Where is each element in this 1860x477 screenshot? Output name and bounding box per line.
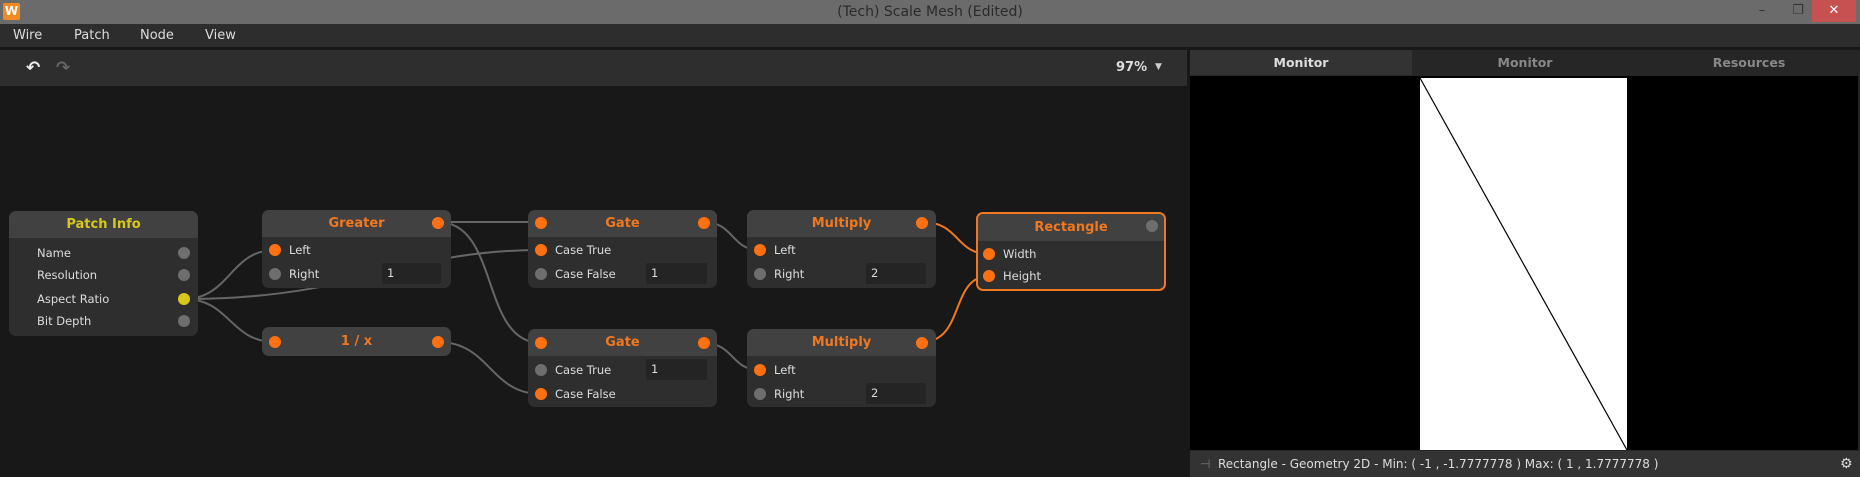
node-gate-2[interactable]: Gate Case True Case False 1	[528, 329, 717, 407]
input-label: Left	[774, 243, 796, 257]
output-port-name[interactable]	[178, 247, 190, 259]
redo-icon[interactable]: ↷	[56, 58, 71, 78]
input-port-width[interactable]	[983, 248, 995, 260]
status-bar: ⊣ Rectangle - Geometry 2D - Min: ( -1 , …	[1190, 451, 1860, 477]
menu-patch[interactable]: Patch	[74, 28, 110, 43]
tab-monitor-1[interactable]: Monitor	[1190, 50, 1412, 75]
zoom-level[interactable]: 97%	[1116, 60, 1148, 75]
output-port[interactable]	[1146, 220, 1158, 232]
output-label: Aspect Ratio	[37, 292, 110, 306]
pin-icon[interactable]: ⊣	[1200, 457, 1211, 471]
node-multiply-2[interactable]: Multiply Left Right 2	[747, 329, 936, 407]
output-port[interactable]	[698, 337, 710, 349]
node-patch-info[interactable]: Patch Info Name Resolution Aspect Ratio …	[9, 211, 198, 336]
node-title: 1 / x	[262, 327, 451, 356]
node-rectangle[interactable]: Rectangle Width Height	[976, 212, 1166, 291]
output-port-aspect-ratio[interactable]	[178, 293, 190, 305]
output-port[interactable]	[432, 217, 444, 229]
output-label: Resolution	[37, 268, 98, 282]
input-label: Right	[774, 387, 805, 401]
input-port-right[interactable]	[754, 388, 766, 400]
input-port-case-true[interactable]	[535, 364, 547, 376]
input-port-case-true[interactable]	[535, 244, 547, 256]
zoom-dropdown-icon[interactable]: ▼	[1155, 62, 1162, 72]
output-port-resolution[interactable]	[178, 269, 190, 281]
menu-node[interactable]: Node	[140, 28, 174, 43]
tab-resources[interactable]: Resources	[1638, 50, 1860, 75]
node-inverse[interactable]: 1 / x	[262, 327, 451, 356]
node-title: Multiply	[747, 329, 936, 356]
app-logo-icon: W	[3, 3, 20, 20]
wire-greater-gate2	[437, 221, 542, 344]
geometry-preview	[1419, 77, 1628, 451]
input-port-case-false[interactable]	[535, 268, 547, 280]
monitor-view[interactable]	[1190, 76, 1858, 451]
input-port-right[interactable]	[754, 268, 766, 280]
input-label: Case True	[555, 363, 612, 377]
output-port[interactable]	[916, 337, 928, 349]
node-title: Rectangle	[978, 214, 1164, 241]
output-port[interactable]	[698, 217, 710, 229]
input-label: Left	[774, 363, 796, 377]
status-text: Rectangle - Geometry 2D - Min: ( -1 , -1…	[1218, 457, 1659, 471]
node-title: Gate	[528, 329, 717, 356]
node-title: Greater	[262, 210, 451, 237]
input-label: Case False	[555, 387, 616, 401]
rectangle-diagonal	[1419, 77, 1628, 451]
menu-bar: Wire Patch Node View	[0, 24, 1860, 47]
node-title: Patch Info	[9, 211, 198, 238]
title-bar: W (Tech) Scale Mesh (Edited) – ❐ ✕	[0, 0, 1860, 24]
input-port-case-false[interactable]	[535, 388, 547, 400]
close-button[interactable]: ✕	[1812, 0, 1856, 22]
output-label: Bit Depth	[37, 314, 92, 328]
tab-monitor-2[interactable]: Monitor	[1414, 50, 1636, 75]
node-greater[interactable]: Greater Left Right 1	[262, 210, 451, 288]
maximize-button[interactable]: ❐	[1792, 3, 1804, 18]
menu-view[interactable]: View	[205, 28, 236, 43]
node-title: Multiply	[747, 210, 936, 237]
window-title: (Tech) Scale Mesh (Edited)	[837, 4, 1023, 20]
input-port-condition[interactable]	[535, 217, 547, 229]
input-label: Width	[1003, 247, 1037, 261]
right-value-input[interactable]: 2	[866, 263, 926, 284]
input-port-height[interactable]	[983, 270, 995, 282]
input-port-left[interactable]	[754, 244, 766, 256]
output-label: Name	[37, 246, 71, 260]
node-title: Gate	[528, 210, 717, 237]
input-label: Height	[1003, 269, 1042, 283]
menu-wire[interactable]: Wire	[13, 28, 43, 43]
input-port[interactable]	[269, 336, 281, 348]
gear-icon[interactable]: ⚙	[1840, 456, 1853, 472]
minimize-button[interactable]: –	[1758, 3, 1766, 18]
input-label: Case True	[555, 243, 612, 257]
input-port-right[interactable]	[269, 268, 281, 280]
case-true-input[interactable]: 1	[646, 359, 707, 380]
output-port[interactable]	[432, 336, 444, 348]
output-port[interactable]	[916, 217, 928, 229]
input-port-left[interactable]	[269, 244, 281, 256]
input-label: Right	[774, 267, 805, 281]
toolbar: ↶ ↷	[0, 50, 1187, 86]
node-multiply-1[interactable]: Multiply Left Right 2	[747, 210, 936, 288]
right-value-input[interactable]: 1	[382, 263, 441, 284]
case-false-input[interactable]: 1	[646, 263, 707, 284]
input-port-condition[interactable]	[535, 337, 547, 349]
input-label: Right	[289, 267, 320, 281]
node-gate-1[interactable]: Gate Case True Case False 1	[528, 210, 717, 288]
input-port-left[interactable]	[754, 364, 766, 376]
input-label: Left	[289, 243, 311, 257]
wire-inverse-gate2	[437, 341, 542, 395]
output-port-bit-depth[interactable]	[178, 315, 190, 327]
right-value-input[interactable]: 2	[866, 383, 926, 404]
undo-icon[interactable]: ↶	[26, 58, 41, 78]
input-label: Case False	[555, 267, 616, 281]
